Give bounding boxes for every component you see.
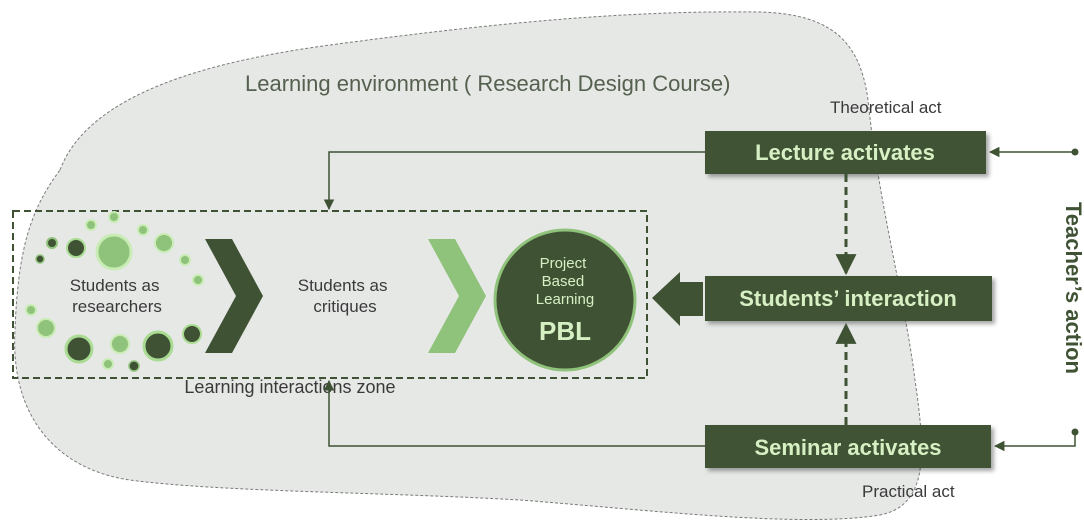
researchers-bubble-cluster (25, 211, 204, 372)
seminar-box-label: Seminar activates (754, 435, 941, 460)
seminar-box (705, 425, 991, 468)
light-chevron-arrow (428, 239, 486, 353)
critiques-label: Students as critiques (298, 276, 393, 316)
practical-act-label: Practical act (862, 482, 955, 501)
pbl-abbreviation: PBL (539, 316, 591, 346)
researchers-label: Students as researchers (70, 276, 165, 316)
teacher-action-label: Teacher’s action (1061, 202, 1084, 374)
environment-title: Learning environment ( Research Design C… (245, 71, 730, 96)
learning-interactions-zone (12, 210, 648, 379)
theoretical-act-label: Theoretical act (830, 98, 942, 117)
block-arrow-to-pbl (652, 272, 703, 326)
students-interaction-label: Students’ interaction (739, 286, 957, 311)
pbl-circle (493, 228, 637, 372)
teacher-to-seminar-arrow (993, 432, 1076, 452)
lecture-box-label: Lecture activates (755, 140, 935, 165)
seminar-to-zone-arrow (323, 379, 705, 447)
zone-label: Learning interactions zone (184, 377, 395, 397)
lecture-box (705, 131, 986, 174)
dark-chevron-arrow (205, 239, 263, 353)
lecture-to-zone-arrow (323, 151, 705, 211)
students-interaction-box (705, 276, 992, 321)
pbl-description: Project Based Learning (536, 255, 594, 308)
